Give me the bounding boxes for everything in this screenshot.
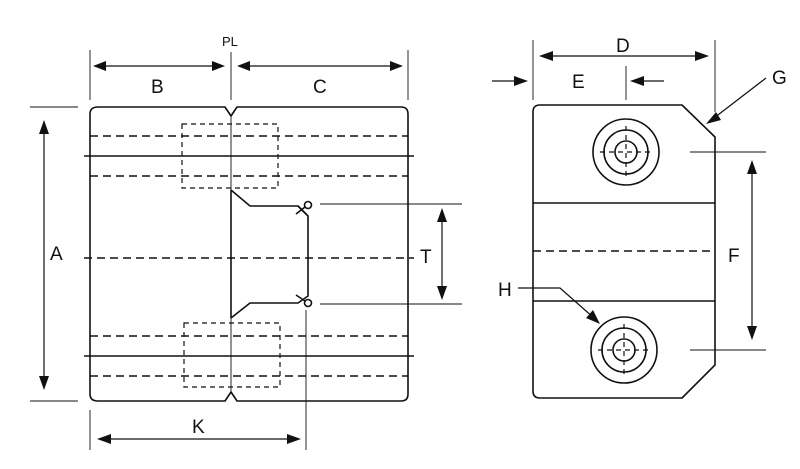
label-k: K <box>192 417 205 438</box>
label-pl: PL <box>222 34 238 49</box>
leader-h <box>518 287 595 319</box>
label-t: T <box>420 247 432 268</box>
label-e: E <box>572 72 585 93</box>
end-view <box>532 104 716 399</box>
upper-hidden-bolt-box <box>181 123 279 189</box>
lower-hidden-bolt-box <box>183 322 281 388</box>
label-b: B <box>151 77 164 98</box>
side-view-outline <box>89 106 409 402</box>
labels: PL B C A T K D E G F H <box>50 34 787 438</box>
t-slot-profile <box>230 189 313 319</box>
upper-counterbore-hole <box>592 118 660 186</box>
side-view-dimensions <box>30 50 462 450</box>
lower-counterbore-hole <box>590 316 658 384</box>
label-g: G <box>772 68 787 89</box>
label-d: D <box>616 36 630 57</box>
label-f: F <box>728 246 740 267</box>
label-a: A <box>50 244 63 265</box>
leader-g <box>713 77 767 119</box>
side-view <box>84 106 414 402</box>
end-view-dimensions <box>492 40 767 351</box>
label-h: H <box>498 280 512 301</box>
label-c: C <box>313 77 327 98</box>
